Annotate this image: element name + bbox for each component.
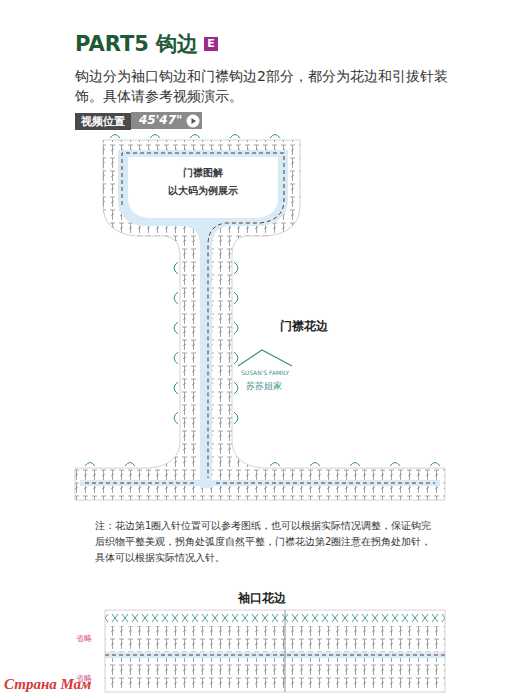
divider <box>285 610 286 692</box>
watermark: SUSAN'S FAMILY <box>241 369 289 376</box>
watermark: Страна Мам <box>4 676 91 693</box>
stitch-row <box>105 658 445 690</box>
chart-label: 门襟图解 <box>183 166 223 180</box>
intro-text: 钩边分为袖口钩边和门襟钩边2部分，都分为花边和引拔针装饰。具体请参考视频演示。 <box>75 66 460 106</box>
page-title: PART5 钩边 <box>75 30 198 58</box>
blue-strip <box>80 480 200 486</box>
stitch-band <box>75 140 445 500</box>
stitch-row <box>105 612 445 626</box>
video-tag: 视频位置 <box>75 113 131 130</box>
blue-strip <box>105 652 445 658</box>
blue-channel <box>118 150 288 488</box>
part-badge: E <box>204 37 218 51</box>
dashed-line <box>85 483 435 484</box>
chart-border <box>105 610 445 692</box>
note-text: 注：花边第1圈入针位置可以参考图纸，也可以根据实际情况调整，保证钩完后织物平整美… <box>95 518 440 566</box>
dashed-line <box>105 655 445 656</box>
placket-chart <box>75 135 445 501</box>
section-label: 袖口花边 <box>238 590 286 607</box>
dashed-line <box>122 153 284 478</box>
chart-label: 以大码为例展示 <box>168 184 238 198</box>
sleeve-chart <box>105 610 445 692</box>
logo-roof <box>238 350 292 366</box>
white-area <box>128 157 278 218</box>
stitch-row <box>105 626 445 652</box>
play-icon <box>186 114 200 128</box>
omit-label: 省略 <box>76 633 92 644</box>
watermark: 苏苏姐家 <box>246 380 282 393</box>
fan-stitches <box>85 135 440 467</box>
section-label: 门襟花边 <box>280 318 328 335</box>
